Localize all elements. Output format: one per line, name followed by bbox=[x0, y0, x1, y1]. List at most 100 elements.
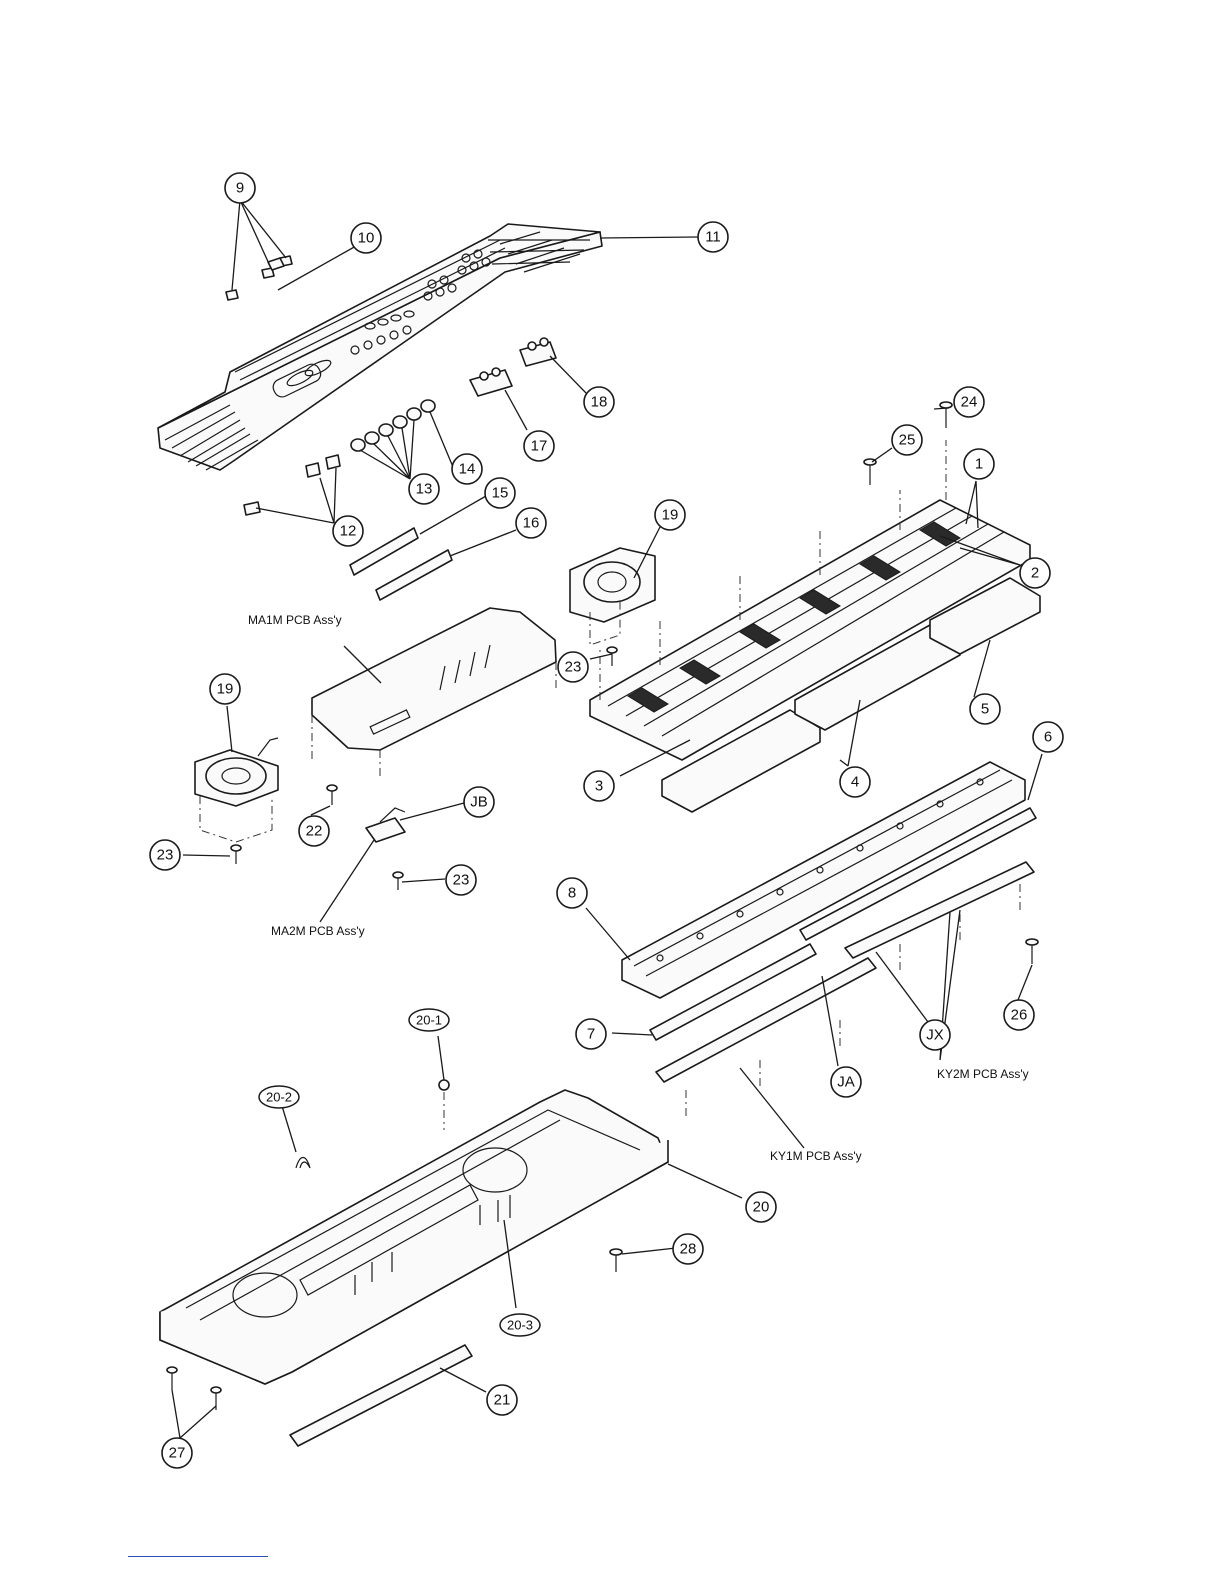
knob-caps-13 bbox=[351, 408, 421, 451]
callout-23-mid: 23 bbox=[558, 652, 588, 682]
knob-cap-14 bbox=[421, 400, 435, 412]
svg-text:12: 12 bbox=[340, 523, 357, 540]
screw-23-c bbox=[607, 647, 617, 666]
callout-8: 8 bbox=[557, 878, 587, 908]
label-ky2m-pcb: KY2M PCB Ass'y bbox=[937, 1067, 1029, 1081]
callout-12: 12 bbox=[333, 516, 363, 546]
svg-text:5: 5 bbox=[981, 701, 989, 718]
callout-10: 10 bbox=[351, 223, 381, 253]
callout-27: 27 bbox=[162, 1438, 192, 1468]
part-10 bbox=[268, 258, 284, 270]
svg-text:14: 14 bbox=[459, 461, 476, 478]
svg-text:8: 8 bbox=[568, 885, 576, 902]
callout-5: 5 bbox=[970, 694, 1000, 724]
callout-26: 26 bbox=[1004, 1000, 1034, 1030]
svg-text:26: 26 bbox=[1011, 1007, 1028, 1024]
callout-19-left: 19 bbox=[210, 674, 240, 704]
callout-16: 16 bbox=[516, 508, 546, 538]
svg-text:21: 21 bbox=[494, 1392, 511, 1409]
footer-rule bbox=[128, 1556, 268, 1557]
svg-text:17: 17 bbox=[531, 438, 548, 455]
callout-23-left: 23 bbox=[150, 840, 180, 870]
callout-20: 20 bbox=[746, 1192, 776, 1222]
svg-text:JA: JA bbox=[837, 1074, 855, 1091]
screw-23-a bbox=[231, 845, 241, 864]
callout-11: 11 bbox=[698, 222, 728, 252]
ma1m-pcb bbox=[312, 608, 556, 778]
callout-2: 2 bbox=[1020, 558, 1050, 588]
callout-7: 7 bbox=[576, 1019, 606, 1049]
callout-14: 14 bbox=[452, 454, 482, 484]
svg-text:20-1: 20-1 bbox=[416, 1013, 442, 1028]
screw-25 bbox=[864, 459, 876, 485]
svg-text:3: 3 bbox=[595, 778, 603, 795]
screw-28 bbox=[610, 1249, 622, 1272]
callout-24: 24 bbox=[954, 387, 984, 417]
callout-13: 13 bbox=[409, 474, 439, 504]
svg-text:25: 25 bbox=[899, 432, 916, 449]
svg-text:13: 13 bbox=[416, 481, 433, 498]
svg-text:11: 11 bbox=[705, 229, 721, 246]
callout-21: 21 bbox=[487, 1385, 517, 1415]
callout-25: 25 bbox=[892, 425, 922, 455]
svg-text:6: 6 bbox=[1044, 729, 1052, 746]
svg-text:10: 10 bbox=[358, 230, 375, 247]
svg-text:JX: JX bbox=[926, 1027, 944, 1044]
svg-text:2: 2 bbox=[1031, 565, 1039, 582]
svg-text:15: 15 bbox=[492, 485, 509, 502]
pcb-21 bbox=[290, 1345, 472, 1446]
svg-text:23: 23 bbox=[157, 847, 174, 864]
callout-jx: JX bbox=[920, 1020, 950, 1050]
svg-text:23: 23 bbox=[565, 659, 582, 676]
svg-text:24: 24 bbox=[961, 394, 978, 411]
callout-4: 4 bbox=[840, 767, 870, 797]
svg-text:27: 27 bbox=[169, 1445, 186, 1462]
callout-23-bottom: 23 bbox=[446, 865, 476, 895]
svg-text:20-2: 20-2 bbox=[266, 1090, 292, 1105]
callout-3: 3 bbox=[584, 771, 614, 801]
label-ma2m-pcb: MA2M PCB Ass'y bbox=[271, 924, 365, 938]
svg-text:20: 20 bbox=[753, 1199, 770, 1216]
callout-17: 17 bbox=[524, 431, 554, 461]
callout-6: 6 bbox=[1033, 722, 1063, 752]
callout-1: 1 bbox=[964, 449, 994, 479]
svg-text:9: 9 bbox=[236, 180, 244, 197]
svg-text:7: 7 bbox=[587, 1026, 595, 1043]
screw-22 bbox=[327, 785, 337, 805]
svg-text:1: 1 bbox=[975, 456, 983, 473]
ma2m-pcb bbox=[366, 808, 405, 842]
switch-parts-12 bbox=[244, 455, 340, 515]
callout-22: 22 bbox=[299, 816, 329, 846]
screw-23-b bbox=[393, 872, 403, 890]
speaker-left-19 bbox=[195, 738, 278, 842]
button-strip-16 bbox=[376, 550, 452, 600]
svg-text:16: 16 bbox=[523, 515, 540, 532]
svg-text:JB: JB bbox=[470, 794, 488, 811]
spring-20-2 bbox=[296, 1158, 310, 1169]
label-ky1m-pcb: KY1M PCB Ass'y bbox=[770, 1149, 862, 1163]
label-ma1m-pcb: MA1M PCB Ass'y bbox=[248, 613, 342, 627]
callout-jb: JB bbox=[464, 787, 494, 817]
switch-block-18 bbox=[520, 338, 556, 366]
svg-text:23: 23 bbox=[453, 872, 470, 889]
svg-text:22: 22 bbox=[306, 823, 323, 840]
callout-20-1: 20-1 bbox=[409, 1009, 449, 1031]
screws-27 bbox=[167, 1367, 221, 1410]
svg-text:20-3: 20-3 bbox=[507, 1318, 533, 1333]
svg-text:19: 19 bbox=[217, 681, 234, 698]
callout-ja: JA bbox=[831, 1067, 861, 1097]
callout-15: 15 bbox=[485, 478, 515, 508]
svg-text:18: 18 bbox=[591, 394, 608, 411]
callout-20-2: 20-2 bbox=[259, 1086, 299, 1108]
svg-text:28: 28 bbox=[680, 1241, 697, 1258]
callout-9: 9 bbox=[225, 173, 255, 203]
svg-text:19: 19 bbox=[662, 507, 679, 524]
svg-text:4: 4 bbox=[851, 774, 859, 791]
callout-28: 28 bbox=[673, 1234, 703, 1264]
callout-20-3: 20-3 bbox=[500, 1314, 540, 1336]
nut-20-1 bbox=[439, 1080, 449, 1130]
screw-26 bbox=[1026, 939, 1038, 964]
callout-19-right: 19 bbox=[655, 500, 685, 530]
callout-18: 18 bbox=[584, 387, 614, 417]
